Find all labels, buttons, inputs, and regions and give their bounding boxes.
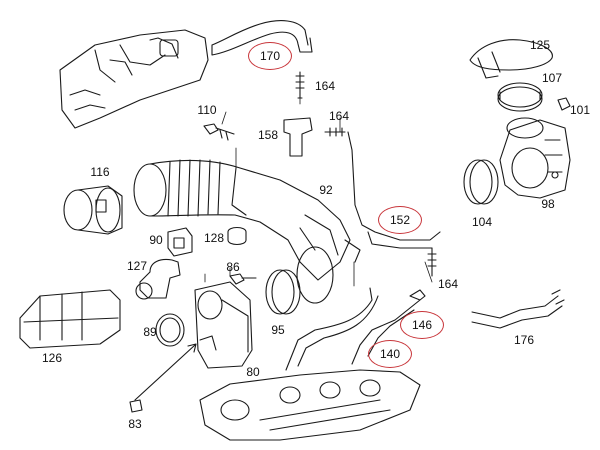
ring-107: [497, 82, 543, 108]
hose-152: [347, 131, 441, 249]
cap-128: [227, 226, 247, 246]
label-89: 89: [143, 325, 157, 339]
pipe-176: [471, 289, 565, 329]
air-box-126: [19, 289, 121, 349]
housing-98: [499, 117, 571, 199]
label-164-mid: 164: [328, 109, 350, 123]
label-116: 116: [90, 165, 110, 179]
label-152: 152: [389, 213, 411, 227]
label-98: 98: [541, 197, 555, 211]
label-101: 101: [569, 103, 591, 117]
label-83: 83: [128, 417, 142, 431]
engine-cover-part: [59, 29, 209, 129]
label-80: 80: [246, 365, 260, 379]
sensor-90: [167, 227, 193, 257]
callout-152: 152: [378, 206, 422, 234]
bolt-110: [203, 123, 235, 141]
part-101: [557, 97, 571, 111]
label-170: 170: [259, 49, 281, 63]
label-127: 127: [126, 259, 148, 273]
callout-146: 146: [400, 311, 444, 339]
label-146: 146: [411, 318, 433, 332]
bolt-86: [229, 273, 257, 285]
fitting-164-top: [295, 71, 305, 99]
ring-95: [265, 269, 295, 315]
label-125: 125: [529, 38, 551, 52]
label-92: 92: [319, 183, 333, 197]
hose-170: [211, 20, 313, 56]
part-83: [129, 399, 143, 413]
ring-104: [463, 159, 493, 205]
arrow-83: [134, 343, 197, 401]
maf-sensor-116: [63, 185, 123, 235]
label-104: 104: [471, 215, 493, 229]
label-140: 140: [379, 347, 401, 361]
label-126: 126: [41, 351, 63, 365]
callout-170: 170: [248, 42, 292, 70]
label-158: 158: [257, 128, 279, 142]
label-176: 176: [513, 333, 535, 347]
label-95: 95: [271, 323, 285, 337]
label-107: 107: [541, 71, 563, 85]
intake-tube-92: [133, 159, 361, 304]
intake-manifold: [199, 369, 421, 441]
label-86: 86: [226, 260, 240, 274]
label-90: 90: [149, 233, 163, 247]
label-164-right: 164: [437, 277, 459, 291]
fitting-164-right: [427, 247, 437, 277]
callout-140: 140: [368, 340, 412, 368]
label-110: 110: [197, 103, 217, 117]
label-128: 128: [203, 231, 225, 245]
throttle-body-80: [194, 281, 253, 369]
label-164-top: 164: [314, 79, 336, 93]
fitting-158: [283, 117, 313, 157]
gasket-89: [155, 313, 185, 347]
clamp-125: [469, 39, 553, 79]
hose-146: [285, 287, 379, 371]
fitting-164-mid: [324, 127, 346, 137]
